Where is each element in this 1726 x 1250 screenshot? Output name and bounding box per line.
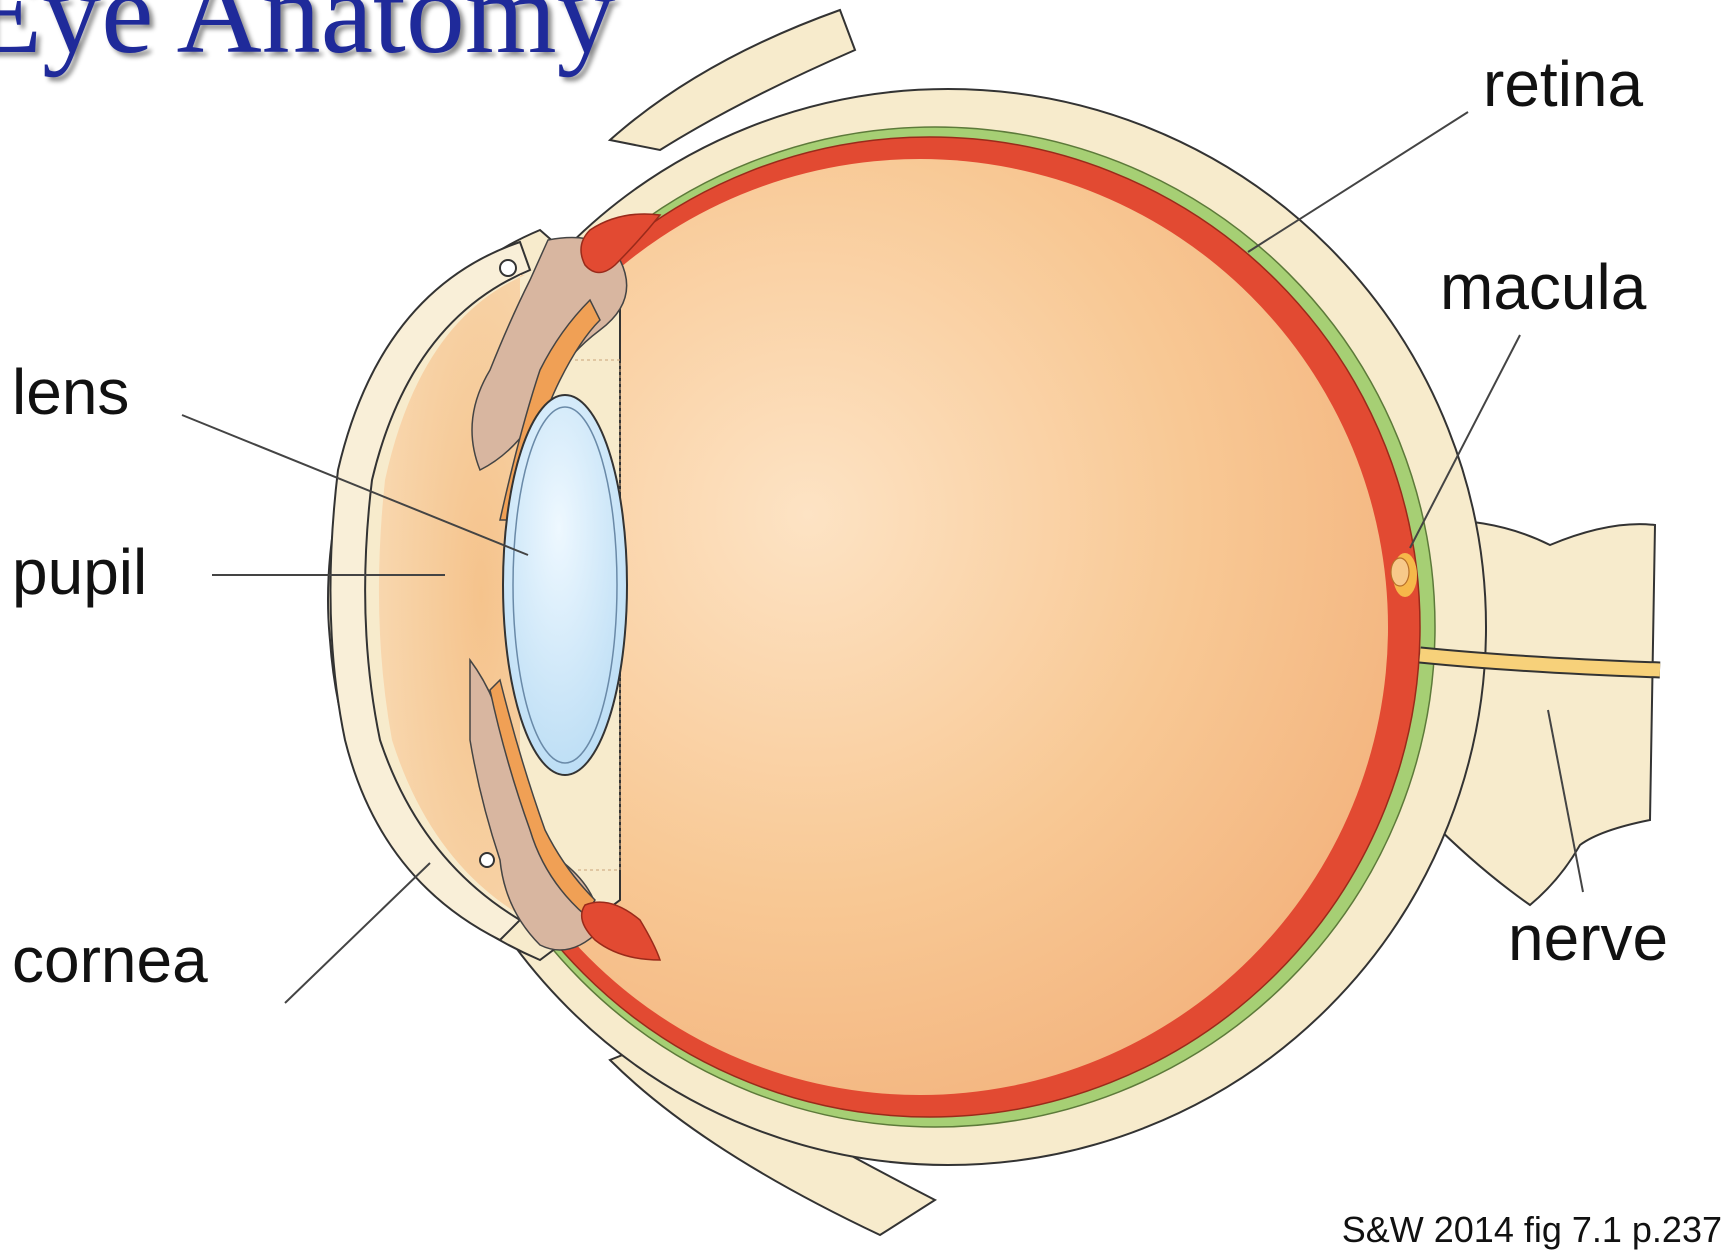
lens-shape xyxy=(503,395,627,775)
label-cornea: cornea xyxy=(12,928,208,992)
label-macula: macula xyxy=(1440,255,1646,319)
label-nerve: nerve xyxy=(1508,906,1668,970)
retina-leader xyxy=(1248,112,1468,252)
page-title: Eye Anatomy xyxy=(0,0,616,72)
figure-caption: S&W 2014 fig 7.1 p.237 xyxy=(1342,1212,1722,1248)
cornea-leader xyxy=(285,863,430,1003)
label-lens: lens xyxy=(12,360,129,424)
label-retina: retina xyxy=(1483,52,1643,116)
label-pupil: pupil xyxy=(12,540,147,604)
